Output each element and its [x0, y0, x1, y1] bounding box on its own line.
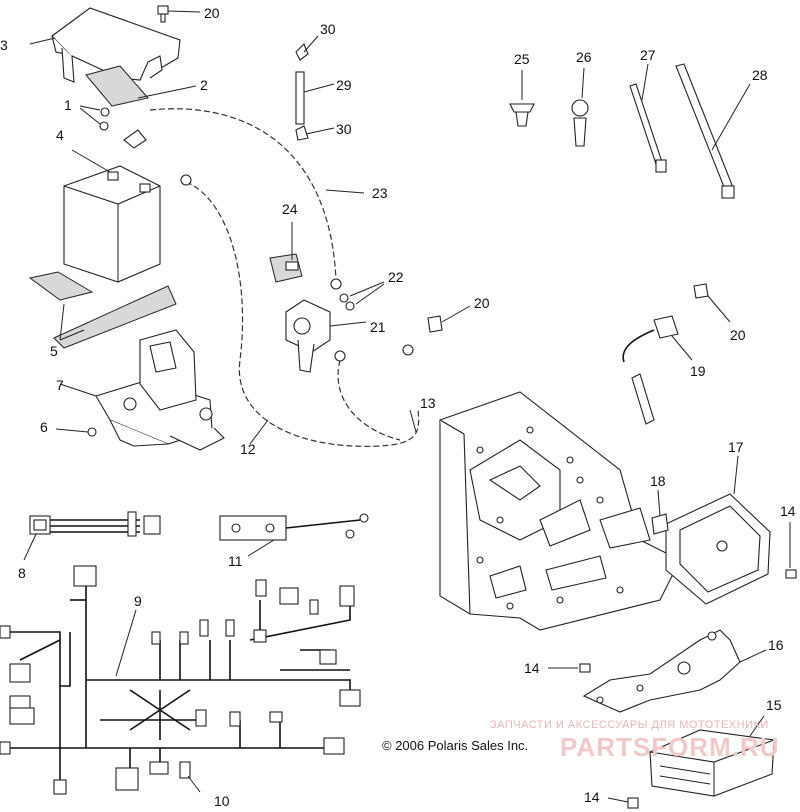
bolt-top-part	[157, 5, 201, 23]
callout-21: 21	[370, 319, 386, 335]
callout-9: 9	[134, 593, 142, 609]
cable-tie-27-part	[629, 63, 667, 173]
callout-23: 23	[372, 185, 388, 201]
callout-16: 16	[768, 637, 784, 653]
bolt-14-right-part	[785, 522, 797, 579]
battery-pads-part	[28, 271, 177, 349]
sensor-11-part	[219, 513, 369, 557]
callout-24: 24	[282, 201, 298, 217]
harness-connector-part	[23, 511, 161, 561]
callout-30-bottom: 30	[336, 121, 352, 137]
strap-29-30-part	[295, 35, 335, 141]
callout-11: 11	[228, 553, 243, 569]
watermark-tagline: ЗАПЧАСТИ И АКСЕССУАРЫ ДЛЯ МОТОТЕХНИКИ	[490, 719, 769, 731]
frame-panel-part	[439, 391, 681, 631]
relay-21-part	[285, 299, 367, 373]
callout-14-bottom: 14	[584, 789, 600, 805]
callout-30-top: 30	[320, 21, 336, 37]
callout-22: 22	[388, 269, 404, 285]
ecu-bracket-17-part	[665, 455, 771, 605]
screw-6-part	[55, 427, 97, 437]
sensor-19-part	[622, 315, 693, 425]
push-rivet-25-part	[509, 70, 535, 127]
callout-1: 1	[64, 97, 72, 113]
callout-28: 28	[752, 67, 768, 83]
callout-26: 26	[576, 49, 592, 65]
pad-part	[85, 65, 197, 107]
battery-cables-part	[149, 108, 420, 447]
callout-14-mid: 14	[524, 660, 540, 676]
bolt-24-part	[269, 222, 303, 283]
callout-7: 7	[56, 377, 64, 393]
callout-14-right: 14	[780, 503, 796, 519]
callout-20-mid: 20	[474, 295, 490, 311]
push-rivet-26-part	[571, 67, 589, 147]
bolt-20-right-part	[693, 283, 731, 323]
cover-plate-part	[29, 7, 181, 83]
callout-15: 15	[766, 697, 782, 713]
callout-4: 4	[56, 127, 64, 143]
battery-part	[63, 149, 161, 283]
callout-3: 3	[0, 37, 8, 53]
washer-18-part	[651, 489, 669, 535]
callout-17: 17	[728, 439, 744, 455]
callout-10: 10	[214, 793, 230, 809]
callout-20-right: 20	[730, 327, 746, 343]
callout-18: 18	[650, 473, 666, 489]
nuts-22-part	[339, 281, 385, 311]
cable-tie-28-part	[675, 63, 751, 199]
callout-6: 6	[40, 419, 48, 435]
callout-29: 29	[336, 77, 352, 93]
callout-25: 25	[514, 51, 530, 67]
copyright-text: © 2006 Polaris Sales Inc.	[382, 738, 528, 753]
ecu-15-part	[649, 715, 775, 797]
main-harness-part	[0, 565, 361, 795]
callout-19: 19	[690, 363, 706, 379]
callout-12: 12	[240, 441, 256, 457]
bolt-14-bottom-part	[607, 797, 639, 809]
callout-2: 2	[200, 77, 208, 93]
callout-8: 8	[18, 565, 26, 581]
watermark-brand: PARTSFORM.RU	[560, 732, 780, 762]
callout-5: 5	[50, 343, 58, 359]
screws-part	[79, 105, 110, 131]
bolt-20-mid-part	[427, 305, 471, 333]
terminal-piece-part	[123, 129, 147, 149]
callout-27: 27	[640, 47, 656, 63]
battery-bracket-part	[59, 329, 225, 451]
mounting-plate-16-part	[582, 629, 767, 713]
callout-13: 13	[420, 395, 436, 411]
callout-20-top: 20	[204, 5, 220, 21]
bolt-14-mid-part	[548, 663, 591, 673]
